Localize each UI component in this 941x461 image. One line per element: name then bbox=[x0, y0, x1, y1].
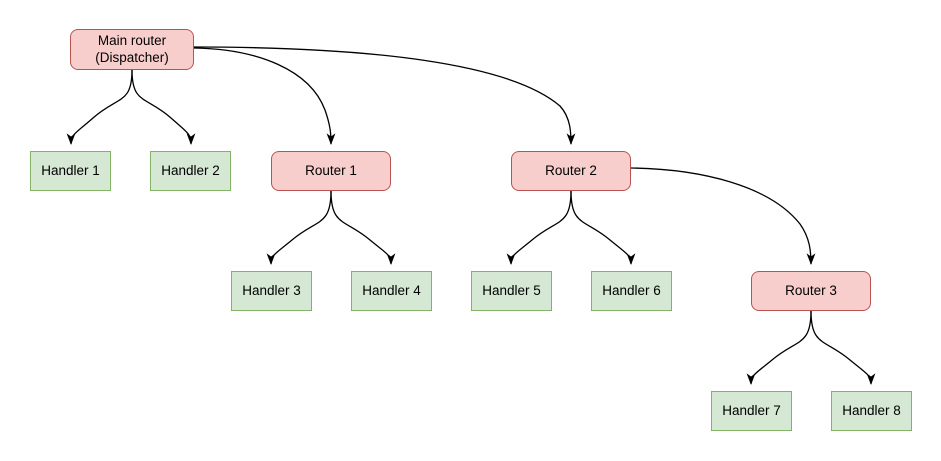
edge-router-2-to-handler-6 bbox=[570, 190, 636, 266]
node-main-router[interactable]: Main router (Dispatcher) bbox=[70, 29, 194, 70]
edge-router-3-to-handler-8 bbox=[810, 310, 876, 386]
node-handler-2[interactable]: Handler 2 bbox=[150, 151, 231, 191]
node-router-1[interactable]: Router 1 bbox=[271, 151, 391, 191]
edge-router-1-to-handler-3 bbox=[266, 190, 332, 266]
node-router-3[interactable]: Router 3 bbox=[751, 271, 871, 311]
edge-router-1-to-handler-4 bbox=[330, 190, 396, 266]
node-handler-5[interactable]: Handler 5 bbox=[471, 271, 552, 311]
node-router-2[interactable]: Router 2 bbox=[511, 151, 631, 191]
edge-router-2-to-handler-5 bbox=[506, 190, 572, 266]
node-handler-3[interactable]: Handler 3 bbox=[231, 271, 312, 311]
edge-main-router-to-handler-2 bbox=[131, 69, 196, 146]
edge-main-router-to-router-1 bbox=[193, 47, 336, 146]
edge-router-3-to-handler-7 bbox=[746, 310, 812, 386]
edge-router-2-to-router-3 bbox=[630, 167, 816, 266]
edge-main-router-to-router-2 bbox=[193, 46, 576, 146]
node-handler-1[interactable]: Handler 1 bbox=[30, 151, 111, 191]
node-handler-6[interactable]: Handler 6 bbox=[591, 271, 672, 311]
node-handler-8[interactable]: Handler 8 bbox=[831, 391, 912, 431]
node-handler-7[interactable]: Handler 7 bbox=[711, 391, 792, 431]
node-handler-4[interactable]: Handler 4 bbox=[351, 271, 432, 311]
edge-main-router-to-handler-1 bbox=[66, 69, 133, 146]
